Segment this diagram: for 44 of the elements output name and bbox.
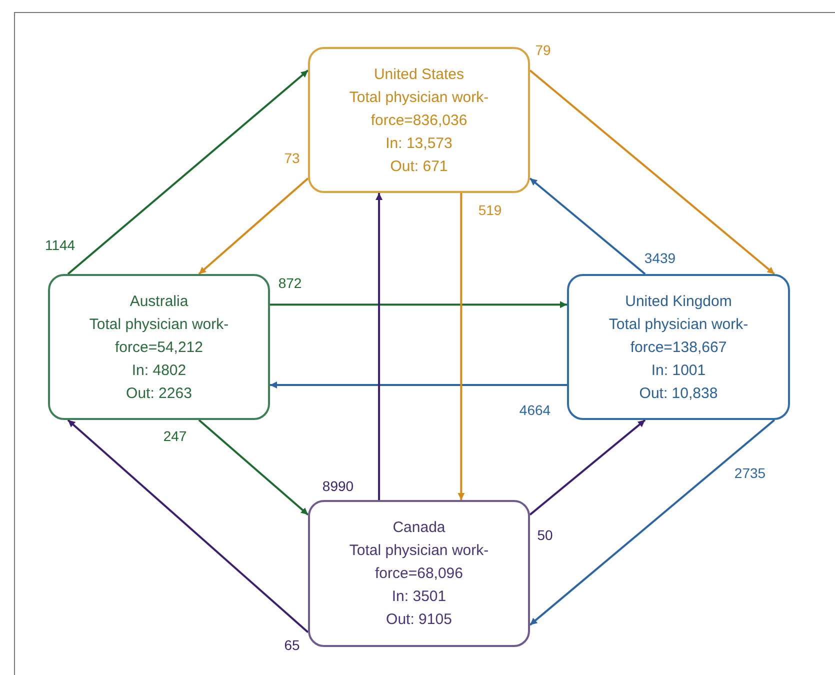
node-text: In: 13,573 (386, 134, 452, 154)
edge-label: 247 (162, 429, 188, 443)
arrow (529, 178, 646, 275)
arrow (270, 381, 567, 388)
edge-label: 79 (534, 43, 552, 57)
arrow (529, 419, 776, 626)
country-name: Australia (130, 292, 188, 312)
edge-label: 1144 (44, 238, 76, 252)
node-text: Out: 10,838 (639, 384, 718, 404)
edge-label: 4664 (518, 403, 552, 417)
arrow (458, 193, 465, 500)
country-box (567, 274, 790, 420)
arrow (198, 419, 309, 516)
country-name: Canada (392, 518, 446, 538)
arrow (198, 178, 309, 275)
node-text: Total physician work-force=54,212 (88, 314, 230, 358)
edge-label: 73 (283, 151, 301, 165)
edge-label: 2735 (733, 466, 767, 480)
node-text: In: 3501 (392, 587, 446, 607)
arrow (67, 419, 309, 634)
country-box (48, 274, 270, 420)
country-box (308, 47, 530, 193)
edge-label: 872 (277, 276, 303, 290)
edge-label: 65 (283, 638, 301, 652)
node-text: Total physician work-force=836,036 (348, 88, 490, 130)
node-text: Total physician work-force=68,096 (348, 541, 490, 584)
node-text: Total physician work-force=138,667 (608, 314, 750, 358)
arrow (529, 70, 776, 275)
edge-label: 8990 (321, 479, 355, 493)
country-box (308, 500, 530, 647)
country-name: United Kingdom (625, 292, 732, 312)
edge-label: 3439 (643, 251, 677, 265)
country-name: United States (374, 64, 464, 84)
arrow (67, 70, 309, 275)
edge-label: 519 (477, 203, 503, 217)
node-text: In: 4802 (132, 360, 186, 380)
node-text: Out: 9105 (386, 610, 452, 630)
node-text: Out: 671 (390, 156, 448, 176)
arrow (376, 193, 383, 500)
edge-label: 50 (536, 528, 554, 542)
node-text: Out: 2263 (126, 384, 192, 404)
arrow (529, 419, 646, 516)
node-text: In: 1001 (651, 360, 706, 380)
arrow (270, 301, 567, 308)
